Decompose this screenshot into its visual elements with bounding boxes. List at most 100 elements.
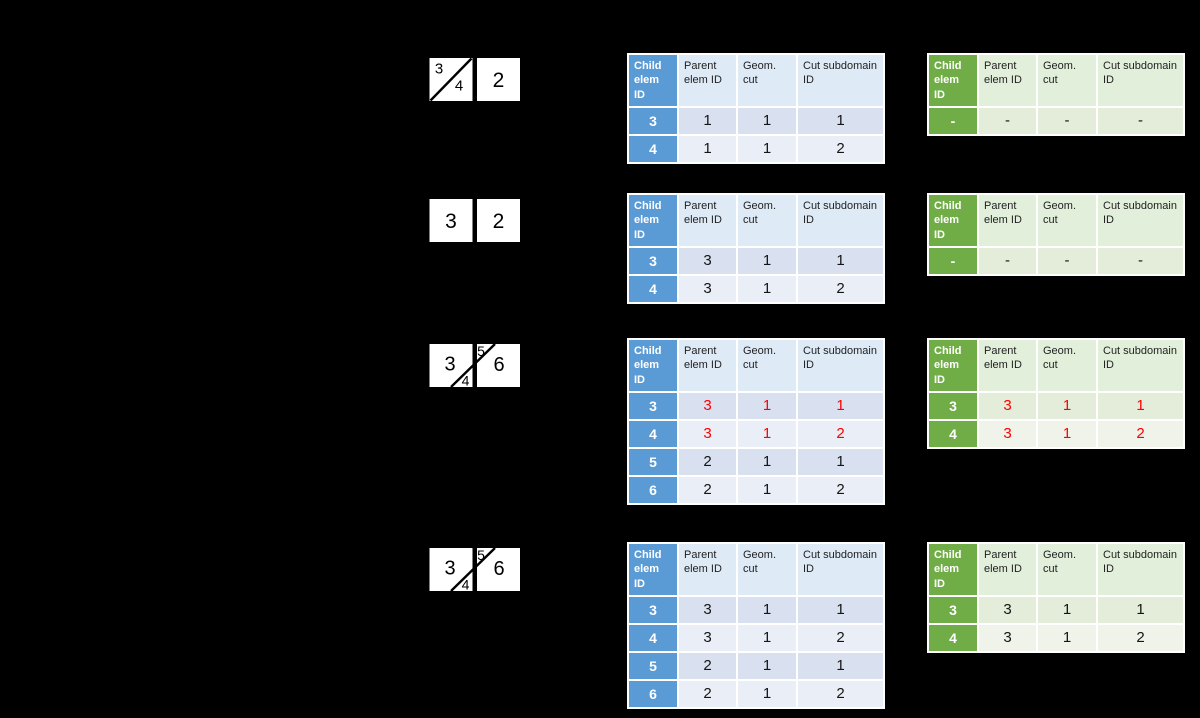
cell: - [927, 245, 979, 276]
element-id-label: 3 [444, 354, 455, 376]
cell: 2 [796, 474, 885, 505]
cell: 4 [927, 622, 979, 653]
cell: 1 [736, 418, 798, 449]
header-child-elem-id: Child elem ID [627, 338, 679, 393]
header-cut-subdomain-id: Cut subdomain ID [1096, 53, 1185, 108]
mapping-table-green-2: Child elem ID Parent elem ID Geom. cut C… [927, 193, 1185, 276]
cell: 3 [677, 245, 738, 276]
cell: 5 [627, 446, 679, 477]
table-row: 5 2 1 1 [627, 446, 885, 477]
header-child-elem-id: Child elem ID [927, 53, 979, 108]
header-child-elem-id: Child elem ID [927, 193, 979, 248]
table-row: 4 3 1 2 [627, 418, 885, 449]
element-mesh-diagram-3: 3 4 5 6 [429, 343, 520, 388]
cell: - [977, 105, 1038, 136]
cell: 4 [627, 133, 679, 164]
cell: - [1096, 105, 1185, 136]
header-geom-cut: Geom. cut [1036, 53, 1098, 108]
header-row: Child elem ID Parent elem ID Geom. cut C… [927, 193, 1185, 248]
table-row: 3 1 1 1 [627, 105, 885, 136]
cell: 4 [927, 418, 979, 449]
cell: 1 [796, 105, 885, 136]
cell: 1 [736, 245, 798, 276]
element-id-label: 3 [444, 558, 455, 580]
cell: 3 [677, 418, 738, 449]
element-box-left [429, 548, 473, 591]
mapping-table-blue-2: Child elem ID Parent elem ID Geom. cut C… [627, 193, 885, 304]
mapping-table-green-4: Child elem ID Parent elem ID Geom. cut C… [927, 542, 1185, 653]
header-child-elem-id: Child elem ID [627, 542, 679, 597]
mapping-table-green-3: Child elem ID Parent elem ID Geom. cut C… [927, 338, 1185, 449]
cell: - [977, 245, 1038, 276]
header-geom-cut: Geom. cut [1036, 338, 1098, 393]
cut-line [450, 343, 496, 388]
element-id-label: 2 [493, 69, 505, 92]
cell: 1 [1036, 418, 1098, 449]
table-row: 4 1 1 2 [627, 133, 885, 164]
cell: 2 [796, 622, 885, 653]
header-cut-subdomain-id: Cut subdomain ID [1096, 193, 1185, 248]
table-row: 3 3 1 1 [927, 594, 1185, 625]
header-row: Child elem ID Parent elem ID Geom. cut C… [927, 53, 1185, 108]
cell: 1 [1096, 390, 1185, 421]
table-row: 3 3 1 1 [627, 390, 885, 421]
header-parent-elem-id: Parent elem ID [977, 338, 1038, 393]
cell: 1 [796, 594, 885, 625]
cell: 1 [736, 390, 798, 421]
cell: 3 [927, 594, 979, 625]
element-mesh-diagram-1: 3 4 2 [429, 57, 520, 102]
table-row: 4 3 1 2 [927, 622, 1185, 653]
element-box-right [477, 199, 520, 242]
cell: - [927, 105, 979, 136]
element-id-label: 3 [435, 61, 443, 78]
header-cut-subdomain-id: Cut subdomain ID [796, 193, 885, 248]
header-geom-cut: Geom. cut [736, 193, 798, 248]
cut-line [429, 57, 473, 102]
mapping-table-green-1: Child elem ID Parent elem ID Geom. cut C… [927, 53, 1185, 136]
cell: 2 [796, 418, 885, 449]
cell: 3 [627, 245, 679, 276]
element-id-label: 4 [462, 577, 470, 593]
cell: 4 [627, 622, 679, 653]
cell: 3 [677, 273, 738, 304]
element-mesh-diagram-2: 3 2 [429, 199, 520, 242]
header-row: Child elem ID Parent elem ID Geom. cut C… [927, 542, 1185, 597]
header-parent-elem-id: Parent elem ID [677, 193, 738, 248]
cell: 3 [977, 622, 1038, 653]
cell: 1 [677, 105, 738, 136]
header-row: Child elem ID Parent elem ID Geom. cut C… [627, 53, 885, 108]
table-row: 3 3 1 1 [927, 390, 1185, 421]
cell: 2 [1096, 418, 1185, 449]
cell: 3 [627, 390, 679, 421]
header-geom-cut: Geom. cut [1036, 193, 1098, 248]
header-geom-cut: Geom. cut [1036, 542, 1098, 597]
header-parent-elem-id: Parent elem ID [977, 53, 1038, 108]
cell: 1 [1036, 622, 1098, 653]
cell: 1 [736, 650, 798, 681]
table-row: 4 3 1 2 [627, 273, 885, 304]
cell: - [1096, 245, 1185, 276]
header-cut-subdomain-id: Cut subdomain ID [796, 53, 885, 108]
element-id-label: 5 [477, 547, 485, 563]
element-id-label: 6 [493, 354, 504, 376]
cell: 2 [1096, 622, 1185, 653]
header-row: Child elem ID Parent elem ID Geom. cut C… [627, 542, 885, 597]
table-row: 3 3 1 1 [627, 245, 885, 276]
element-mesh-diagram-4: 3 4 5 6 [429, 547, 520, 593]
element-id-label: 5 [477, 343, 485, 359]
table-row: 6 2 1 2 [627, 678, 885, 709]
mapping-table-blue-1: Child elem ID Parent elem ID Geom. cut C… [627, 53, 885, 164]
cell: 1 [736, 105, 798, 136]
cell: 1 [677, 133, 738, 164]
header-parent-elem-id: Parent elem ID [677, 338, 738, 393]
cell: - [1036, 245, 1098, 276]
cell: 1 [736, 622, 798, 653]
cell: 3 [677, 390, 738, 421]
table-row: 4 3 1 2 [627, 622, 885, 653]
cut-line [450, 547, 496, 592]
cell: 3 [977, 418, 1038, 449]
cell: 2 [677, 474, 738, 505]
cell: 4 [627, 418, 679, 449]
header-child-elem-id: Child elem ID [927, 338, 979, 393]
